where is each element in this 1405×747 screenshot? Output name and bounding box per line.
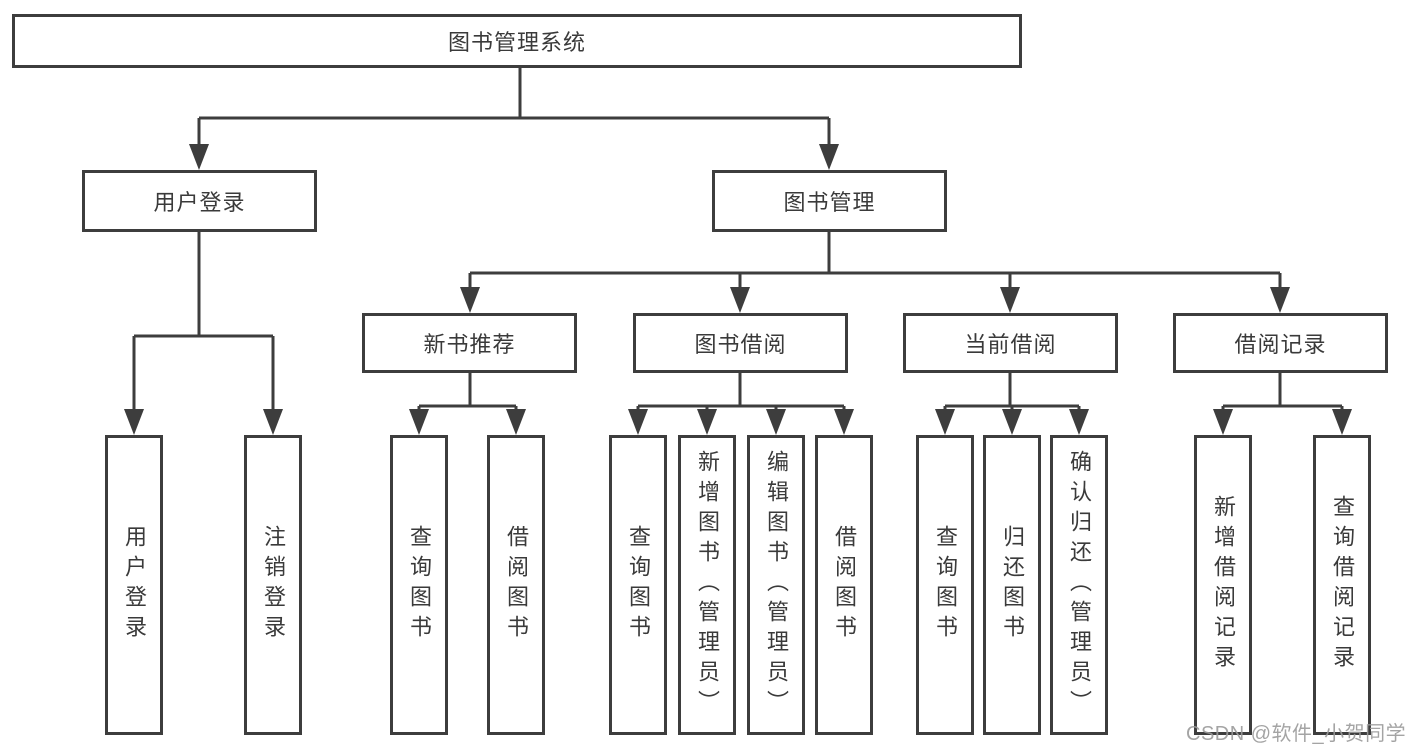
connector-borrowrecord-to-leaves (1221, 373, 1344, 411)
csdn-watermark: CSDN @软件_小贺同学 (1186, 723, 1405, 745)
node-new-book-recommend: 新书推荐 (362, 313, 577, 373)
arrowhead (263, 409, 283, 435)
leaf-confirm-return-admin: 确认归还（管理员） (1050, 435, 1108, 735)
leaf-logout: 注销登录 (244, 435, 302, 735)
arrowhead (409, 409, 429, 435)
arrowhead (124, 409, 144, 435)
arrowhead (766, 409, 786, 435)
arrowhead (189, 144, 209, 170)
arrowhead (1069, 409, 1089, 435)
node-borrowing-records: 借阅记录 (1173, 313, 1388, 373)
leaf-borrow-books: 借阅图书 (487, 435, 545, 735)
arrowhead (1213, 409, 1233, 435)
connector-newbook-to-leaves (417, 373, 518, 411)
leaf-query-books: 查询图书 (916, 435, 974, 735)
leaf-add-borrow-record: 新增借阅记录 (1194, 435, 1252, 735)
leaf-query-books: 查询图书 (609, 435, 667, 735)
leaf-return-books: 归还图书 (983, 435, 1041, 735)
arrowhead (460, 287, 480, 313)
arrowhead (730, 287, 750, 313)
node-user-login: 用户登录 (82, 170, 317, 232)
arrowhead (1002, 409, 1022, 435)
arrowhead (819, 144, 839, 170)
node-book-management: 图书管理 (712, 170, 947, 232)
connector-currentborrow-to-leaves (943, 373, 1081, 411)
node-book-borrowing: 图书借阅 (633, 313, 848, 373)
arrowhead (697, 409, 717, 435)
leaf-add-book-admin: 新增图书（管理员） (678, 435, 736, 735)
connector-bookmgmt-to-level3 (468, 232, 1282, 289)
leaf-query-borrow-record: 查询借阅记录 (1313, 435, 1371, 735)
connector-bookborrow-to-leaves (636, 373, 846, 411)
leaf-user-login: 用户登录 (105, 435, 163, 735)
arrowhead (1270, 287, 1290, 313)
arrowhead (1000, 287, 1020, 313)
connector-root-to-level2 (197, 68, 831, 146)
leaf-borrow-books: 借阅图书 (815, 435, 873, 735)
leaf-query-books: 查询图书 (390, 435, 448, 735)
connector-userlogin-to-leaves (132, 232, 275, 411)
arrowhead (834, 409, 854, 435)
leaf-edit-book-admin: 编辑图书（管理员） (747, 435, 805, 735)
node-root-system: 图书管理系统 (12, 14, 1022, 68)
arrowhead (1332, 409, 1352, 435)
arrowhead (628, 409, 648, 435)
node-current-borrowing: 当前借阅 (903, 313, 1118, 373)
arrowhead (506, 409, 526, 435)
arrowhead (935, 409, 955, 435)
